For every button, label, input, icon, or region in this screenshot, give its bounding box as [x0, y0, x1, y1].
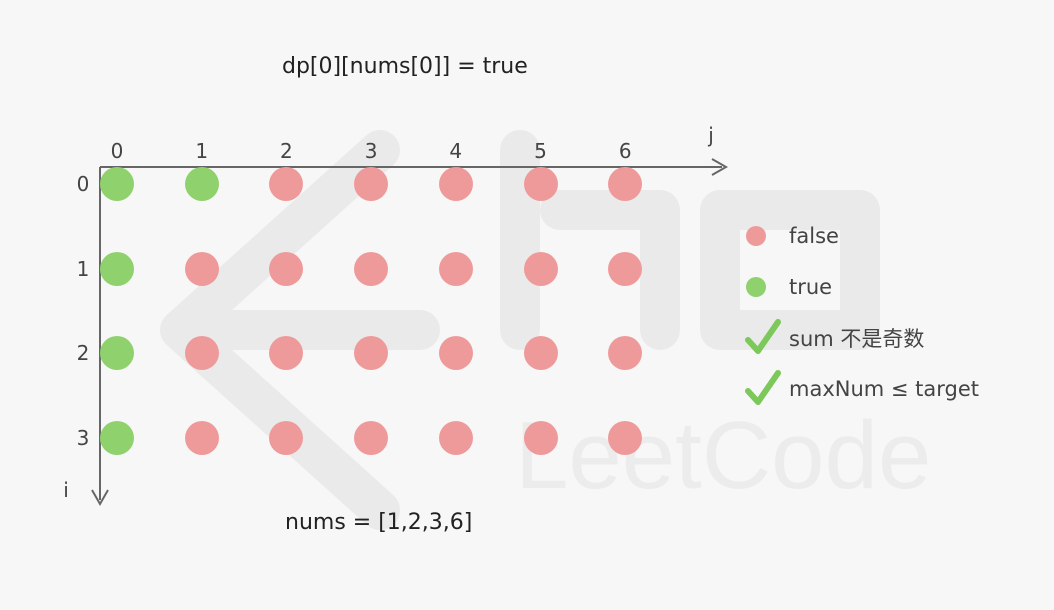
column-label: 1: [195, 139, 209, 163]
legend-check-sum: sum 不是奇数: [745, 318, 924, 358]
dp-cell-dot: [608, 251, 643, 286]
dp-cell-dot: [100, 336, 134, 371]
legend-false-label: false: [789, 224, 839, 248]
dp-cell-dot: [269, 421, 304, 456]
dp-cell-dot: [184, 421, 219, 456]
dp-cell-dot: [269, 167, 304, 201]
checkmark-icon: [745, 319, 781, 354]
dp-cell-dot: [608, 421, 643, 456]
false-dot-icon: [746, 226, 766, 246]
dp-cell-dot: [523, 167, 558, 201]
column-label: 2: [280, 139, 293, 163]
dp-cell-dot: [354, 336, 389, 371]
dp-cell-dot: [269, 336, 304, 371]
dp-cell-dot: [608, 167, 643, 201]
dp-cell-dot: [438, 251, 473, 286]
dp-cell-dot: [438, 336, 473, 371]
dp-cell-dot: [608, 336, 643, 371]
dp-cell-dot: [523, 251, 558, 286]
y-axis-arrowhead: [91, 489, 109, 507]
y-axis-label: i: [63, 478, 69, 502]
dp-cell-dot: [184, 167, 219, 201]
column-label: 5: [534, 139, 547, 163]
checkmark-icon: [745, 370, 781, 405]
legend-check-max: maxNum ≤ target: [745, 369, 979, 409]
column-label: 6: [618, 139, 632, 163]
legend-check-sum-label: sum 不是奇数: [789, 327, 925, 351]
row-label: 2: [76, 341, 90, 366]
legend-false: false: [745, 216, 839, 256]
column-label: 0: [110, 139, 124, 163]
dp-cell-dot: [354, 167, 389, 201]
column-label: 4: [449, 139, 463, 163]
column-label: 3: [364, 139, 378, 163]
dp-cell-dot: [100, 167, 134, 201]
row-label: 3: [76, 426, 90, 451]
true-dot-icon: [746, 277, 766, 297]
legend-true-label: true: [789, 275, 833, 299]
dp-cell-dot: [100, 251, 134, 286]
dp-cell-dot: [184, 251, 219, 286]
dp-cell-dot: [438, 421, 473, 456]
dp-cell-dot: [438, 167, 473, 201]
dp-cell-dot: [100, 421, 134, 456]
dp-cell-dot: [523, 421, 558, 456]
dp-cell-dot: [269, 251, 304, 286]
diagram-title: dp[0][nums[0]] = true: [282, 54, 528, 79]
x-axis-arrowhead: [711, 158, 729, 176]
watermark-text: LeetCode: [515, 402, 931, 509]
dp-cell-dot: [354, 421, 389, 456]
row-label: 1: [76, 256, 90, 281]
dp-cell-dot: [523, 336, 558, 371]
nums-caption: nums = [1,2,3,6]: [285, 510, 473, 535]
x-axis-label: j: [708, 123, 714, 147]
row-label: 0: [76, 172, 90, 196]
dp-cell-dot: [184, 336, 219, 371]
legend-true: true: [745, 267, 832, 307]
dp-cell-dot: [354, 251, 389, 286]
legend-check-max-label: maxNum ≤ target: [789, 377, 980, 401]
